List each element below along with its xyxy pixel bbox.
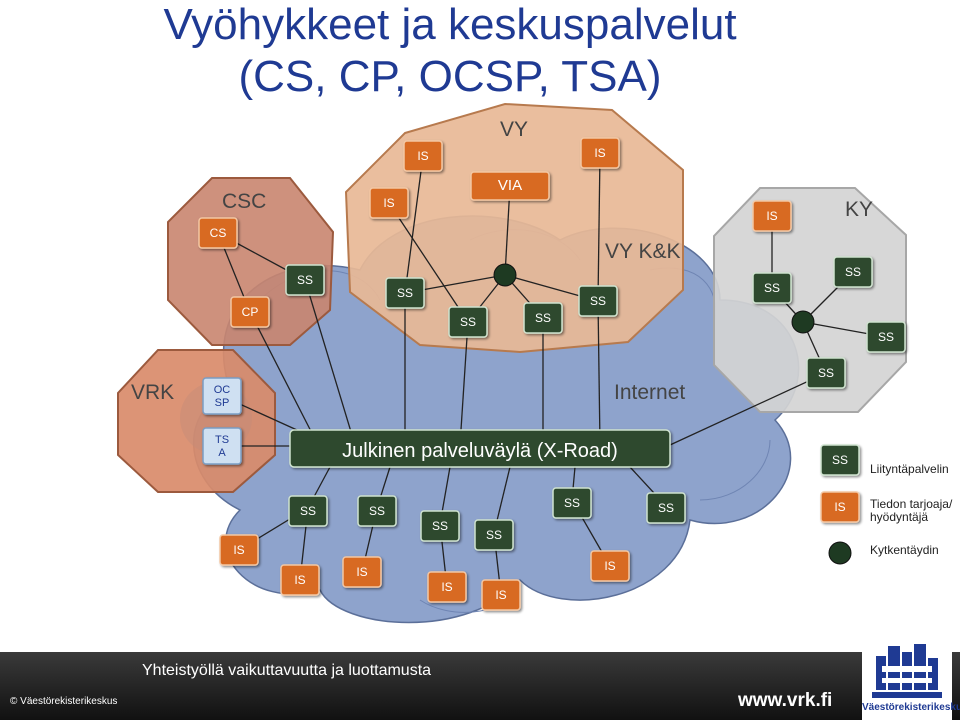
legend-is-text-line1: Tiedon tarjoaja/ bbox=[870, 497, 953, 511]
ss-box-label: SS bbox=[369, 504, 385, 518]
vrk-logo-icon bbox=[872, 644, 942, 698]
ss-box bbox=[833, 256, 873, 288]
ss-box-label: SS bbox=[535, 311, 551, 325]
ss-box bbox=[357, 495, 397, 527]
ss-box bbox=[385, 277, 425, 309]
legend-hub-text: Kytkentäydin bbox=[870, 543, 939, 557]
is-box-label: IS bbox=[495, 588, 506, 602]
is-box bbox=[752, 200, 792, 232]
ss-box bbox=[866, 321, 906, 353]
zone-label-csc: CSC bbox=[222, 190, 266, 213]
ocsp-box-label: SP bbox=[215, 397, 230, 409]
cp-box-label: CP bbox=[242, 305, 259, 319]
zone-label-vy-kk: VY K&K bbox=[605, 240, 681, 263]
page-title-line1: Vyöhykkeet ja keskuspalvelut bbox=[163, 0, 737, 49]
footer-copyright: © Väestörekisterikeskus bbox=[10, 696, 118, 707]
ocsp-box bbox=[202, 377, 242, 415]
legend-is-box-label: IS bbox=[834, 500, 845, 514]
tsa-box-label: TS bbox=[215, 434, 229, 446]
ss-box bbox=[646, 492, 686, 524]
is-box bbox=[427, 571, 467, 603]
cp-box bbox=[230, 296, 270, 328]
footer-bar bbox=[0, 652, 960, 720]
ss-box-label: SS bbox=[878, 330, 894, 344]
legend-ss-box bbox=[820, 444, 860, 476]
zone-label-ky: KY bbox=[845, 198, 873, 221]
logo-text: Väestörekisterikeskus bbox=[862, 702, 960, 713]
ss-box-label: SS bbox=[460, 315, 476, 329]
tsa-box bbox=[202, 427, 242, 465]
ss-box-label: SS bbox=[486, 528, 502, 542]
ss-box bbox=[523, 302, 563, 334]
is-box-label: IS bbox=[294, 573, 305, 587]
zone-label-vy: VY bbox=[500, 118, 528, 141]
is-box-label: IS bbox=[766, 209, 777, 223]
legend-is-box bbox=[820, 491, 860, 523]
is-box-label: IS bbox=[604, 559, 615, 573]
cs-box-label: CS bbox=[210, 226, 227, 240]
legend-ss-text: Liityntäpalvelin bbox=[870, 462, 949, 476]
ss-box bbox=[806, 357, 846, 389]
ss-box-label: SS bbox=[818, 366, 834, 380]
ss-box-label: SS bbox=[297, 273, 313, 287]
ss-box bbox=[474, 519, 514, 551]
is-box-label: IS bbox=[356, 565, 367, 579]
ss-box bbox=[578, 285, 618, 317]
ss-box-label: SS bbox=[845, 265, 861, 279]
ss-box-label: SS bbox=[564, 496, 580, 510]
via-box bbox=[470, 171, 550, 201]
legend-is-text-line2: hyödyntäjä bbox=[870, 510, 929, 524]
ss-box-label: SS bbox=[300, 504, 316, 518]
cs-box bbox=[198, 217, 238, 249]
ss-box bbox=[448, 306, 488, 338]
is-box bbox=[369, 187, 409, 219]
ky-zone bbox=[713, 187, 907, 413]
ss-box bbox=[420, 510, 460, 542]
is-box-label: IS bbox=[417, 149, 428, 163]
is-box-label: IS bbox=[441, 580, 452, 594]
is-box bbox=[403, 140, 443, 172]
vy-hub bbox=[493, 263, 517, 287]
is-box bbox=[590, 550, 630, 582]
is-box bbox=[342, 556, 382, 588]
vy-zone bbox=[344, 102, 684, 354]
is-box bbox=[580, 137, 620, 169]
bus-label: Julkinen palveluväylä (X-Road) bbox=[342, 440, 618, 462]
is-box-label: IS bbox=[594, 146, 605, 160]
is-box bbox=[280, 564, 320, 596]
ss-box bbox=[552, 487, 592, 519]
via-box-label: VIA bbox=[498, 177, 522, 194]
ss-box-label: SS bbox=[658, 501, 674, 515]
ss-box-label: SS bbox=[764, 281, 780, 295]
x-road-bus bbox=[289, 429, 671, 468]
ss-box bbox=[288, 495, 328, 527]
footer-slogan: Yhteistyöllä vaikuttavuutta ja luottamus… bbox=[142, 662, 432, 679]
zone-label-vrk: VRK bbox=[131, 381, 174, 404]
ss-box bbox=[285, 264, 325, 296]
footer-url[interactable]: www.vrk.fi bbox=[738, 690, 833, 711]
ss-box bbox=[752, 272, 792, 304]
ss-box-label: SS bbox=[590, 294, 606, 308]
legend-ss-box-label: SS bbox=[832, 453, 848, 467]
tsa-box-label: A bbox=[218, 447, 226, 459]
page-title-line2: (CS, CP, OCSP, TSA) bbox=[238, 52, 662, 101]
ss-box-label: SS bbox=[397, 286, 413, 300]
ss-box-label: SS bbox=[432, 519, 448, 533]
ocsp-box-label: OC bbox=[214, 384, 231, 396]
is-box-label: IS bbox=[383, 196, 394, 210]
is-box bbox=[219, 534, 259, 566]
is-box-label: IS bbox=[233, 543, 244, 557]
legend-hub-icon bbox=[828, 541, 852, 565]
ky-hub bbox=[791, 310, 815, 334]
is-box bbox=[481, 579, 521, 611]
zone-label-internet: Internet bbox=[614, 381, 685, 404]
